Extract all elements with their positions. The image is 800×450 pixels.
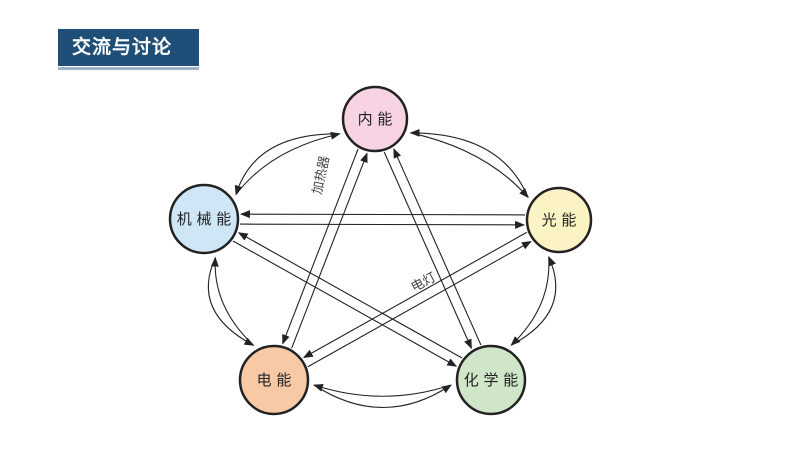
node-circle-light xyxy=(525,186,593,254)
arrow-mechanical-to-light xyxy=(239,220,525,229)
node-circle-internal xyxy=(341,85,409,153)
node-electric-energy: 电 能 xyxy=(238,344,310,416)
arrow-chemical-to-light xyxy=(510,256,557,346)
arrow-mechanical-to-internal xyxy=(235,131,341,195)
arrow-chemical-to-mechanical xyxy=(237,232,463,359)
arrow-mechanical-to-chemical xyxy=(232,240,458,367)
arrow-electric-to-internal xyxy=(291,152,368,349)
node-label-light: 光 能 xyxy=(542,211,577,229)
node-label-internal: 内 能 xyxy=(358,110,393,128)
nodes-layer: 内 能 光 能 化 学 能 电 能 机 械 能 xyxy=(168,85,593,416)
arrow-light-to-chemical xyxy=(510,256,550,346)
arrow-internal-to-mechanical xyxy=(234,133,340,196)
arrow-chemical-to-electric xyxy=(313,383,452,397)
edges-layer xyxy=(207,128,557,408)
arrow-electric-to-mechanical xyxy=(210,256,254,346)
node-label-chemical: 化 学 能 xyxy=(464,371,519,389)
node-circle-electric xyxy=(238,344,310,416)
node-circle-mechanical xyxy=(168,183,240,255)
node-chemical-energy: 化 学 能 xyxy=(455,344,527,416)
arrow-internal-to-chemical xyxy=(383,151,472,350)
arrow-label-lamp: 电灯 xyxy=(409,270,439,295)
node-label-electric: 电 能 xyxy=(257,371,292,389)
arrow-electric-to-light xyxy=(307,241,532,368)
arrow-light-to-electric xyxy=(302,231,528,359)
node-internal-energy: 内 能 xyxy=(341,85,409,153)
arrow-internal-to-light xyxy=(410,132,529,199)
node-label-mechanical: 机 械 能 xyxy=(177,210,232,228)
page-title: 交流与讨论 xyxy=(58,29,199,70)
node-mechanical-energy: 机 械 能 xyxy=(168,183,240,255)
arrow-mechanical-to-electric xyxy=(207,257,255,346)
node-light-energy: 光 能 xyxy=(525,186,593,254)
arrow-label-heater: 加热器 xyxy=(310,155,333,196)
arrow-light-to-mechanical xyxy=(240,210,526,219)
arrow-chemical-to-internal xyxy=(393,148,482,346)
node-circle-chemical xyxy=(455,344,527,416)
arrow-internal-to-electric xyxy=(282,148,359,345)
arrow-light-to-internal xyxy=(409,128,529,198)
arrow-electric-to-chemical xyxy=(313,384,452,408)
